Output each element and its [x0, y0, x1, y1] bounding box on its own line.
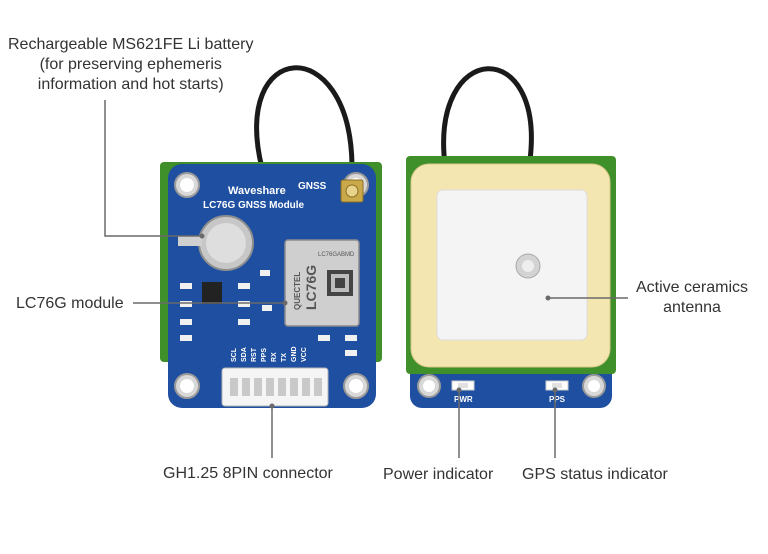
battery-label-line3: information and hot starts) — [37, 76, 224, 93]
pin-label-scl: SCL — [231, 347, 238, 362]
chip-model: LC76G — [303, 265, 319, 310]
battery-label-line1: Rechargeable MS621FE Li battery — [8, 36, 254, 53]
pin-labels: SCL SDA RST PPS RX TX GND VCC — [231, 346, 308, 362]
leader-dots — [199, 233, 558, 409]
pin-label-pps: PPS — [261, 348, 268, 362]
gps-label: GPS status indicator — [522, 466, 668, 483]
pwr-led-die — [458, 383, 468, 388]
lc76g-chip — [284, 239, 360, 327]
power-label: Power indicator — [383, 466, 494, 483]
antenna-feed-center — [522, 260, 534, 272]
battery-leader-dot — [199, 233, 205, 239]
left-board: Waveshare GNSS LC76G GNSS Module QUECTEL… — [160, 65, 382, 408]
pin-label-gnd: GND — [291, 346, 298, 362]
gh125-pins — [230, 378, 322, 396]
pin-label-rst: RST — [251, 347, 258, 362]
right-antenna-cable — [441, 66, 534, 166]
antenna-label: Active ceramics antenna — [636, 278, 748, 318]
pwr-silk-label: PWR — [454, 395, 473, 404]
ceramic-patch-silver — [436, 189, 588, 341]
left-hole-tl-inner — [180, 178, 194, 192]
battery-label-line2: (for preserving ephemeris — [39, 56, 222, 73]
pps-silk-label: PPS — [549, 395, 566, 404]
battery-tab — [178, 236, 202, 246]
battery-leader — [104, 100, 202, 237]
right-hole-bl-inner — [423, 380, 435, 392]
chip-qr-dots — [335, 278, 345, 288]
left-hole-bl-inner — [180, 379, 194, 393]
antenna-label-line1: Active ceramics — [636, 279, 749, 296]
board-gnss: GNSS — [298, 181, 327, 192]
left-antenna-cable — [254, 65, 355, 169]
chip-part: LC76GABMD — [318, 252, 355, 258]
connector-label: GH1.25 8PIN connector — [163, 465, 333, 482]
leader-lines — [104, 100, 628, 458]
antenna-leader-dot — [545, 295, 551, 301]
ufl-connector-center — [345, 184, 359, 198]
gps-leader-dot — [552, 387, 558, 393]
right-board: PWR PPS — [406, 66, 616, 408]
board-brand: Waveshare — [228, 185, 286, 197]
pps-led-die — [552, 383, 562, 388]
board-title: LC76G GNSS Module — [203, 200, 305, 211]
module-leader-dot — [282, 300, 288, 306]
pin-label-rx: RX — [271, 352, 278, 362]
battery-label: Rechargeable MS621FE Li battery (for pre… — [8, 35, 253, 95]
connector-leader-dot — [269, 403, 275, 409]
pin-label-vcc: VCC — [301, 347, 308, 362]
gh125-connector — [221, 367, 329, 407]
left-hole-br-inner — [349, 379, 363, 393]
chip-brand: QUECTEL — [293, 272, 302, 310]
coin-battery-face — [206, 223, 246, 263]
smd-ic — [202, 282, 222, 304]
module-label: LC76G module — [16, 295, 124, 312]
smd-components — [180, 270, 357, 356]
antenna-label-line2: antenna — [663, 299, 721, 316]
power-leader-dot — [456, 387, 462, 393]
pin-label-sda: SDA — [241, 347, 248, 362]
right-hole-br-inner — [588, 380, 600, 392]
pin-label-tx: TX — [281, 353, 288, 362]
